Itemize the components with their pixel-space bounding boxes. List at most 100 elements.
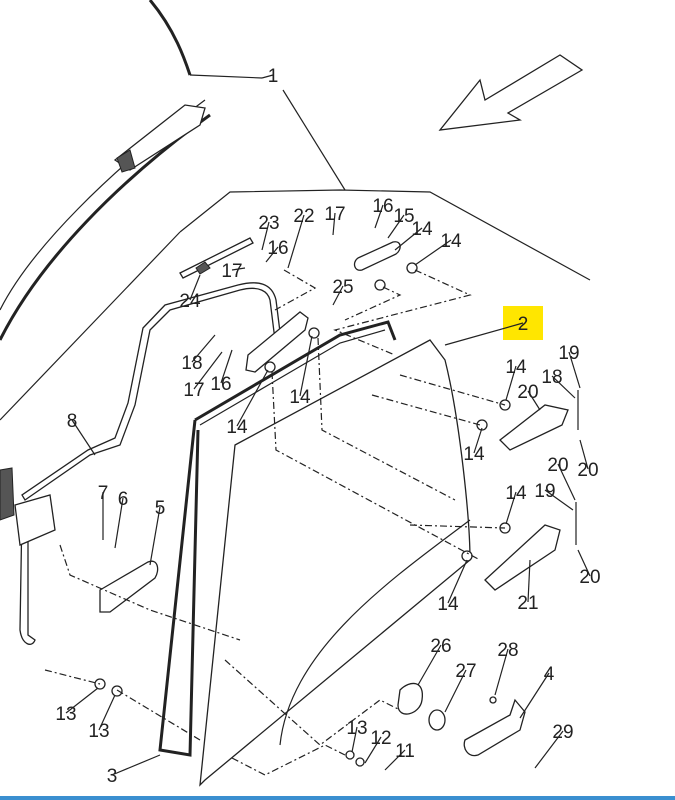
callout-label: 14	[411, 219, 433, 240]
leader-line	[374, 204, 384, 229]
callout-label: 2	[518, 314, 529, 335]
callout-28: 28	[494, 640, 519, 696]
callout-label: 23	[258, 213, 279, 234]
callout-label: 14	[463, 444, 485, 465]
leader-line	[111, 754, 161, 776]
leader-line	[351, 726, 358, 753]
callout-label: 29	[552, 722, 573, 743]
callout-label: 12	[370, 728, 391, 749]
leader-line	[505, 491, 517, 525]
leader-line	[414, 239, 452, 266]
callout-3: 3	[107, 754, 161, 787]
callout-label: 8	[67, 411, 78, 432]
callout-4: 4	[519, 664, 555, 719]
callout-20: 20	[547, 455, 576, 501]
seal	[158, 320, 397, 757]
callout-label: 16	[372, 196, 393, 217]
callout-label: 20	[579, 567, 600, 588]
callout-14: 14	[414, 231, 462, 266]
callout-label: 17	[324, 204, 345, 225]
callout-label: 13	[55, 704, 76, 725]
callout-20: 20	[577, 549, 601, 588]
cab-frame	[0, 0, 591, 421]
callout-14: 14	[463, 427, 485, 465]
callout-label: 14	[289, 387, 311, 408]
leader-line	[65, 687, 99, 714]
leader-line	[577, 549, 591, 577]
callout-5: 5	[149, 498, 165, 566]
callout-14: 14	[226, 369, 269, 438]
callout-14: 14	[505, 483, 527, 525]
leader-line	[384, 749, 406, 771]
callout-1: 1	[261, 66, 278, 87]
leader-line	[193, 351, 223, 390]
callout-label: 26	[430, 636, 451, 657]
leader-line	[527, 390, 541, 411]
leader-line	[220, 349, 233, 384]
callout-19: 19	[558, 343, 581, 389]
leader-line	[287, 214, 305, 269]
callout-26: 26	[417, 636, 452, 686]
leader-line	[332, 285, 344, 306]
callout-label: 19	[534, 481, 555, 502]
leader-line	[444, 669, 467, 713]
leader-line	[231, 267, 246, 271]
handle	[463, 698, 526, 757]
callout-label: 14	[440, 231, 462, 252]
callout-label: 17	[221, 261, 242, 282]
leader-line	[505, 365, 517, 401]
callout-16: 16	[265, 238, 289, 263]
cover	[397, 682, 423, 715]
callout-label: 28	[497, 640, 518, 661]
leader-line	[265, 246, 279, 263]
leader-line	[149, 506, 161, 566]
leader-line	[534, 730, 564, 769]
callout-14: 14	[394, 219, 433, 251]
callout-label: 3	[107, 766, 118, 787]
callout-18: 18	[541, 367, 576, 399]
callout-16: 16	[210, 349, 233, 395]
leader-line	[387, 214, 405, 239]
callout-label: 16	[267, 238, 288, 259]
callout-20: 20	[517, 382, 541, 411]
callout-label: 13	[346, 718, 367, 739]
callout-label: 11	[395, 741, 415, 762]
callout-11: 11	[384, 741, 415, 771]
leader-line	[551, 375, 576, 399]
callout-label: 21	[517, 593, 538, 614]
callout-13: 13	[346, 718, 368, 753]
callout-13: 13	[88, 694, 116, 742]
callout-17: 17	[183, 351, 223, 401]
callout-27: 27	[444, 661, 477, 713]
leader-line	[447, 559, 468, 604]
callout-label: 13	[88, 721, 109, 742]
leader-line	[557, 463, 576, 501]
callout-label: 22	[293, 206, 314, 227]
callout-label: 7	[98, 483, 109, 504]
callout-18: 18	[181, 334, 216, 374]
callout-label: 17	[183, 380, 204, 401]
callout-13: 13	[55, 687, 99, 725]
callout-6: 6	[114, 489, 128, 549]
leader-line	[261, 221, 270, 251]
bracket	[99, 560, 159, 613]
leader-line	[568, 351, 581, 389]
leader-line	[394, 227, 423, 251]
leader-line	[519, 672, 550, 719]
callout-label: 20	[577, 460, 598, 481]
leader-line	[114, 497, 124, 549]
callout-label: 20	[547, 455, 568, 476]
callout-29: 29	[534, 722, 574, 769]
leader-line	[98, 694, 116, 731]
gas-strut	[179, 237, 254, 279]
leader-line	[444, 322, 524, 346]
callout-24: 24	[179, 274, 201, 312]
leader-line	[494, 648, 509, 696]
callout-7: 7	[98, 483, 109, 540]
callout-14: 14	[437, 559, 468, 615]
hinge-upper	[499, 404, 569, 451]
leader-line	[579, 439, 589, 470]
callout-label: 15	[393, 206, 414, 227]
accent-bar	[0, 796, 675, 800]
callout-14: 14	[289, 335, 313, 408]
